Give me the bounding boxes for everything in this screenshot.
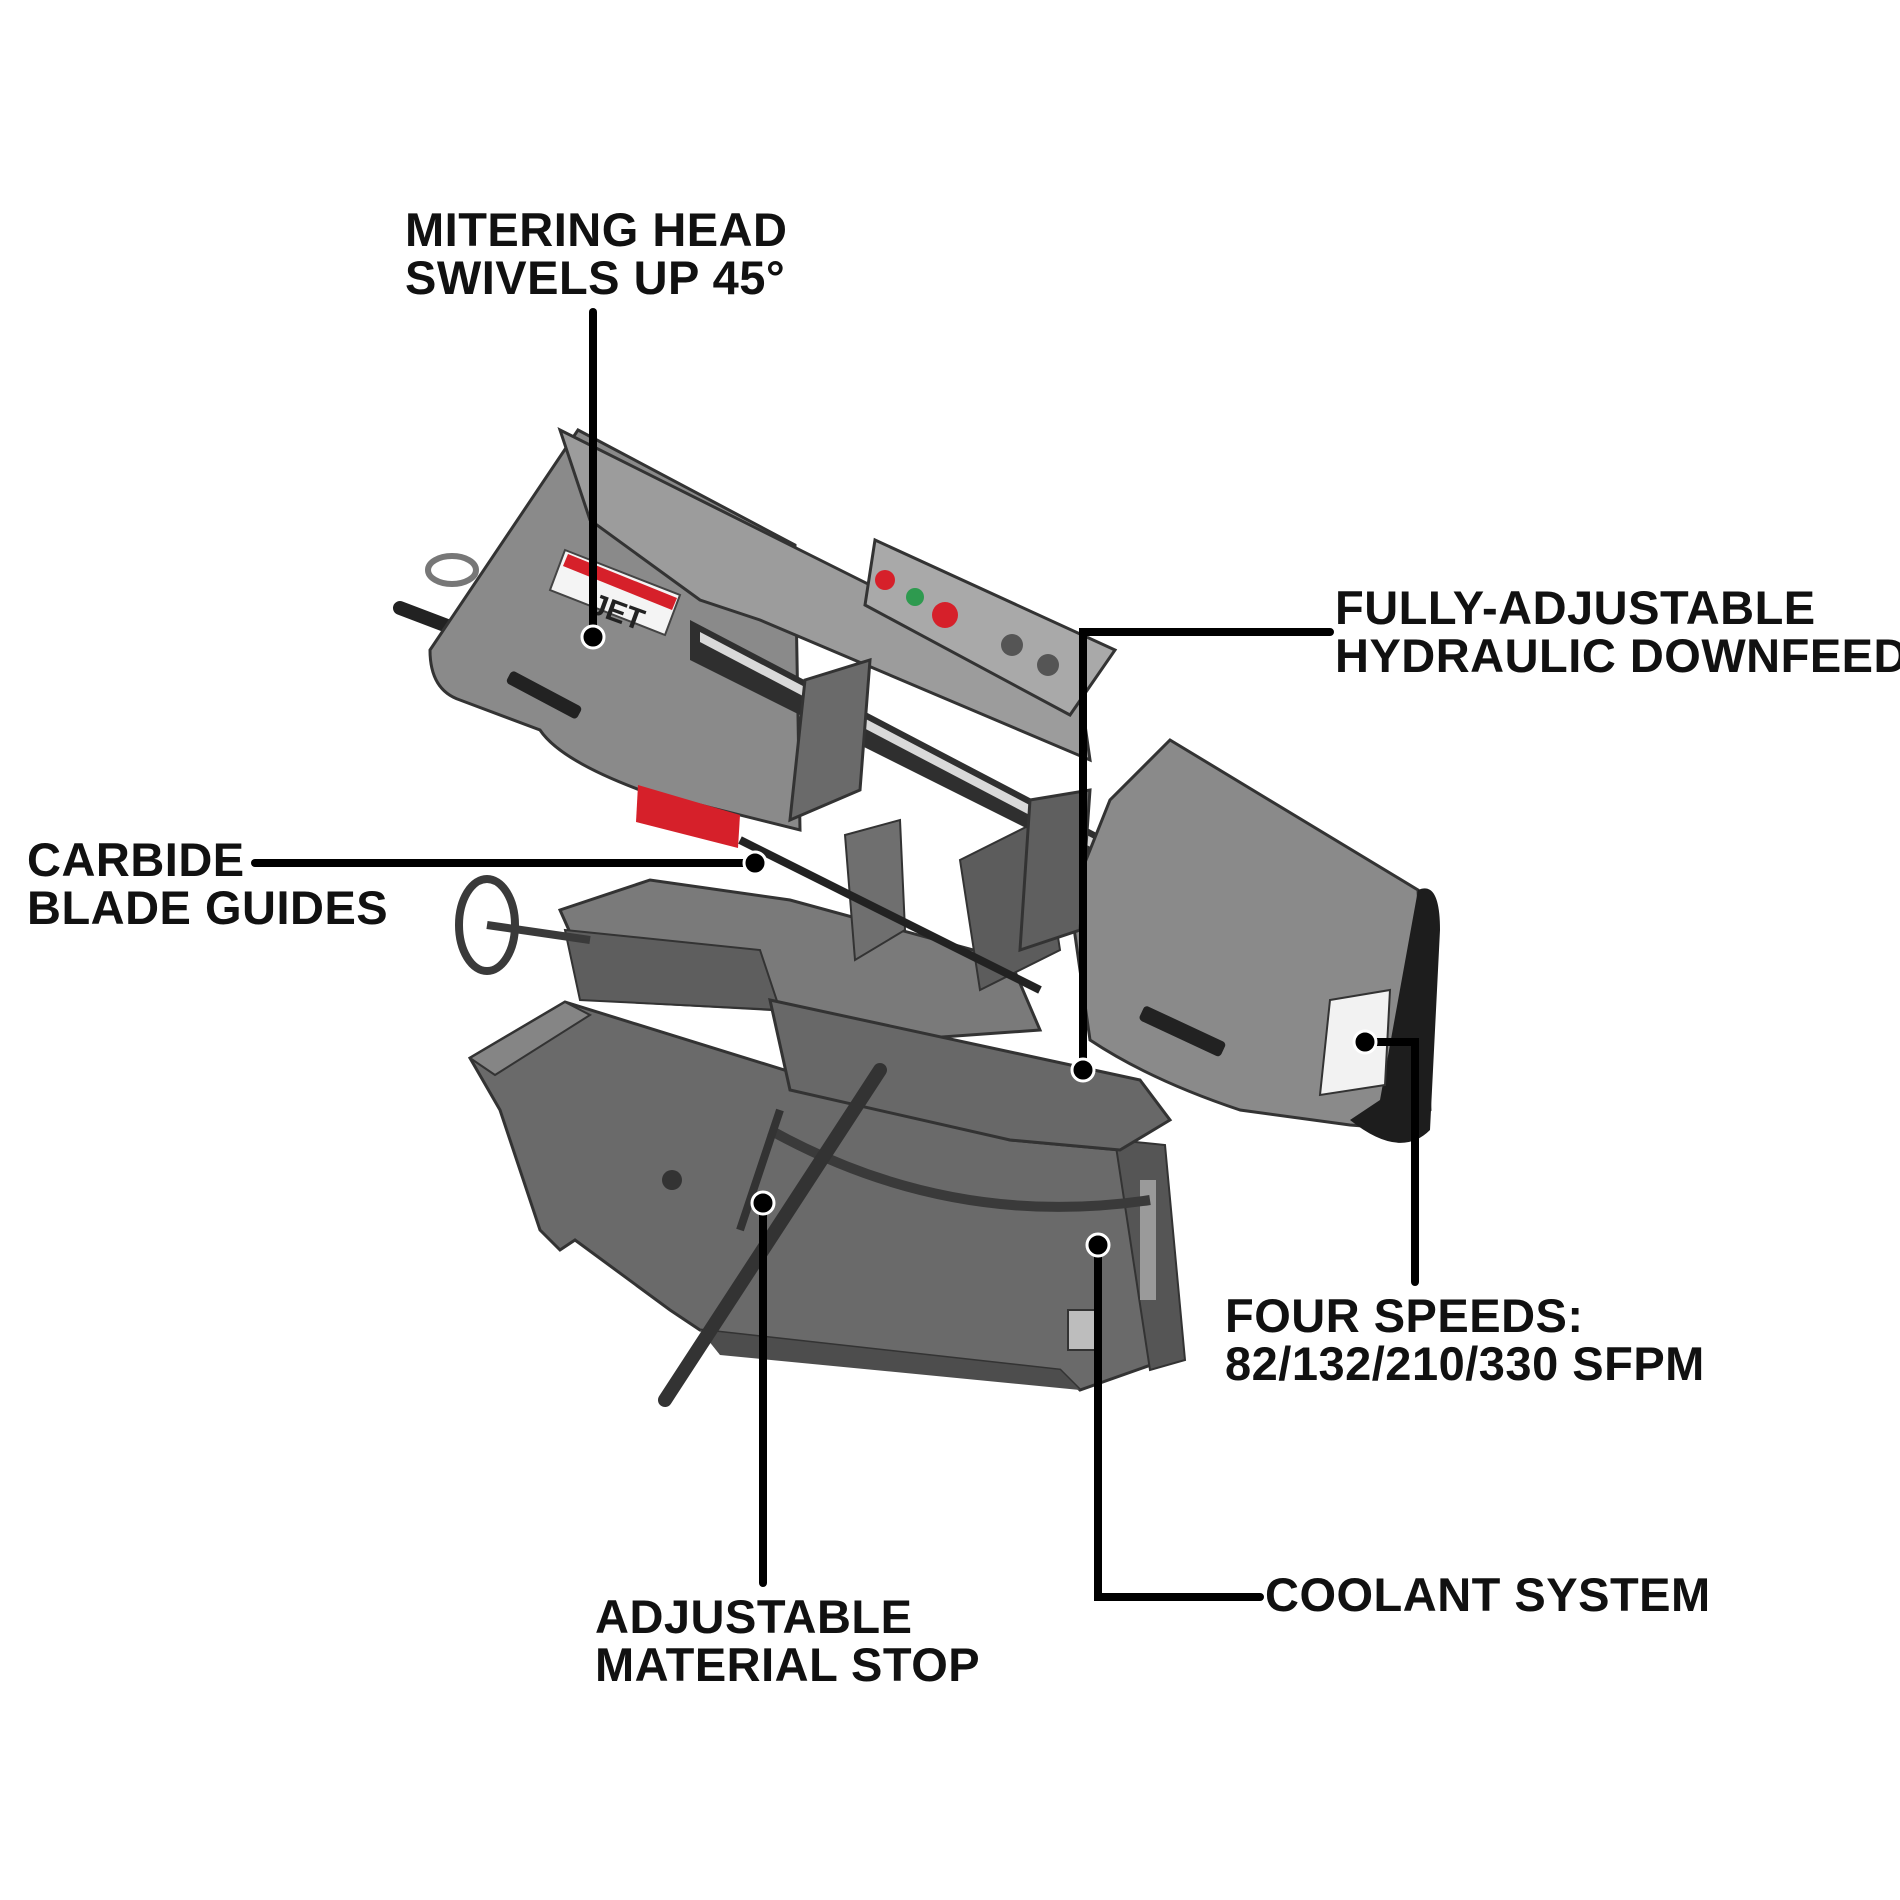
head-handwheel [393, 553, 479, 634]
leader-coolant [1094, 1241, 1264, 1601]
callout-hydraulic-downfeed: FULLY-ADJUSTABLE HYDRAULIC DOWNFEED [1335, 584, 1900, 680]
callout-carbide-blade-guides: CARBIDE BLADE GUIDES [27, 836, 388, 932]
control-panel [863, 537, 1118, 717]
callout-mitering-line1: MITERING HEAD [405, 203, 788, 256]
callout-coolant-line1: COOLANT SYSTEM [1265, 1568, 1711, 1621]
material-stop-rod [658, 1063, 887, 1407]
callout-mitering-head: MITERING HEAD SWIVELS UP 45° [405, 206, 788, 302]
start-button-icon [906, 588, 924, 606]
callout-coolant-system: COOLANT SYSTEM [1265, 1571, 1711, 1619]
leader-dots [580, 624, 1378, 1258]
callout-four-speeds: FOUR SPEEDS: 82/132/210/330 SFPM [1225, 1292, 1705, 1388]
stop-button-icon [932, 602, 958, 628]
callout-material-stop: ADJUSTABLE MATERIAL STOP [595, 1593, 980, 1689]
vise-handwheel [455, 875, 591, 975]
callout-stop-line1: ADJUSTABLE [595, 1590, 913, 1643]
leader-speeds [1361, 1038, 1419, 1286]
leader-hydraulic [1079, 628, 1334, 1074]
callout-carbide-line2: BLADE GUIDES [27, 881, 389, 934]
callout-carbide-line1: CARBIDE [27, 833, 245, 886]
callout-hydraulic-line1: FULLY-ADJUSTABLE [1335, 581, 1816, 634]
power-light-icon [875, 570, 895, 590]
leader-lines [251, 308, 1419, 1601]
callout-speeds-line2: 82/132/210/330 SFPM [1225, 1337, 1705, 1390]
callout-hydraulic-line2: HYDRAULIC DOWNFEED [1335, 629, 1900, 682]
callout-speeds-line1: FOUR SPEEDS: [1225, 1289, 1584, 1342]
callout-mitering-line2: SWIVELS UP 45° [405, 251, 786, 304]
speed-dial-icon [1001, 634, 1023, 656]
callout-stop-line2: MATERIAL STOP [595, 1638, 981, 1691]
saw-head [428, 427, 1440, 1143]
feed-dial-icon [1037, 654, 1059, 676]
